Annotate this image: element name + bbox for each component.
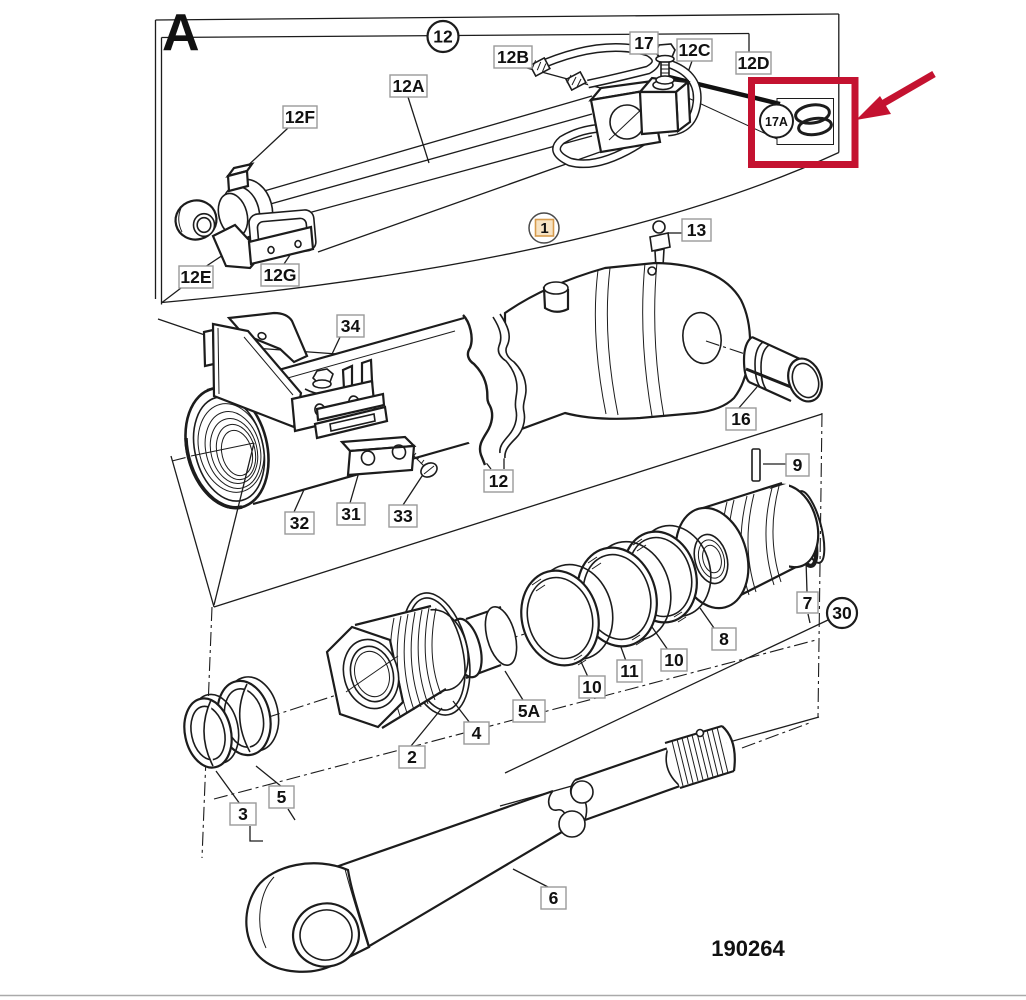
svg-text:31: 31 bbox=[341, 504, 361, 524]
svg-text:A: A bbox=[162, 4, 200, 62]
svg-text:34: 34 bbox=[341, 316, 361, 336]
svg-text:32: 32 bbox=[290, 513, 310, 533]
svg-text:12E: 12E bbox=[180, 267, 211, 287]
svg-text:17: 17 bbox=[634, 33, 653, 53]
svg-text:1: 1 bbox=[540, 220, 548, 237]
svg-text:33: 33 bbox=[393, 506, 413, 526]
svg-text:11: 11 bbox=[620, 661, 639, 681]
svg-text:2: 2 bbox=[407, 747, 417, 767]
svg-text:5A: 5A bbox=[518, 701, 541, 721]
svg-text:12C: 12C bbox=[678, 40, 710, 60]
svg-text:12G: 12G bbox=[263, 265, 296, 285]
svg-text:12A: 12A bbox=[392, 76, 424, 96]
svg-text:8: 8 bbox=[719, 629, 729, 649]
svg-text:4: 4 bbox=[472, 723, 482, 743]
svg-text:16: 16 bbox=[731, 409, 751, 429]
svg-text:12: 12 bbox=[489, 471, 509, 491]
svg-text:190264: 190264 bbox=[711, 936, 785, 961]
svg-text:3: 3 bbox=[238, 804, 248, 824]
svg-text:6: 6 bbox=[549, 888, 559, 908]
svg-text:17A: 17A bbox=[765, 115, 788, 129]
svg-text:12B: 12B bbox=[497, 47, 529, 67]
svg-text:30: 30 bbox=[832, 603, 852, 623]
svg-text:10: 10 bbox=[582, 677, 602, 697]
svg-text:12F: 12F bbox=[285, 107, 315, 127]
svg-text:9: 9 bbox=[793, 455, 803, 475]
svg-text:13: 13 bbox=[687, 220, 707, 240]
svg-text:5: 5 bbox=[277, 787, 287, 807]
svg-text:7: 7 bbox=[803, 593, 813, 613]
svg-text:10: 10 bbox=[664, 650, 684, 670]
svg-text:12: 12 bbox=[433, 27, 453, 47]
svg-text:12D: 12D bbox=[737, 53, 769, 73]
